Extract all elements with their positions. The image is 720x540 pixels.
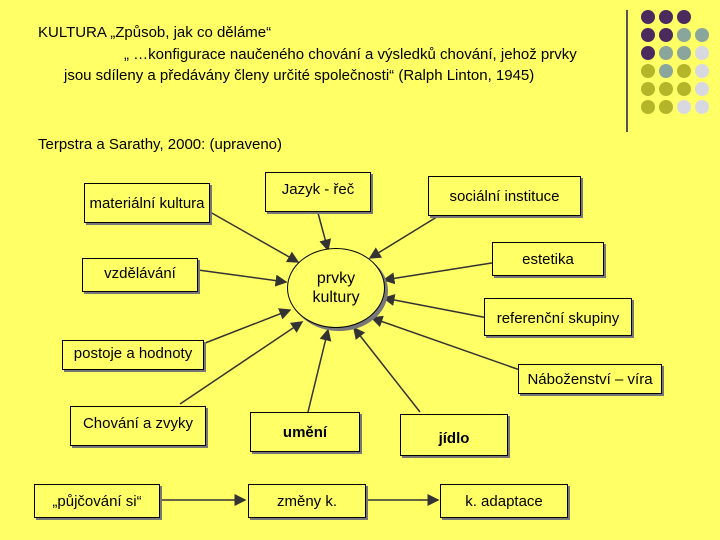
node-k-adaptace: k. adaptace [440, 484, 568, 518]
node-chovani-zvyky: Chování a zvyky [70, 406, 206, 446]
arrow-estetika [382, 261, 499, 285]
title-kultura: KULTURA „Způsob, jak co děláme“ [38, 24, 272, 41]
arrow-socialni-instituce [368, 214, 441, 259]
node-referencni-skupiny: referenční skupiny [484, 298, 632, 336]
arrow-postoje [199, 308, 292, 346]
node-label: sociální instituce [449, 187, 560, 205]
node-label: Náboženství – víra [527, 370, 653, 388]
node-label: estetika [522, 250, 574, 268]
node-label: materiální kultura [89, 194, 205, 212]
arrow-referencni-skupiny [382, 294, 489, 319]
arrow-jazyk [317, 212, 332, 252]
node-nabozenstvi: Náboženství – víra [518, 364, 662, 394]
center-label-line2: kultury [312, 289, 360, 306]
node-jidlo: jídlo [400, 414, 508, 456]
node-label: změny k. [276, 492, 337, 510]
node-label: referenční skupiny [496, 310, 620, 327]
node-jazyk: Jazyk - řeč [265, 172, 371, 212]
node-label: k. adaptace [465, 492, 543, 510]
node-label: jídlo [438, 430, 470, 447]
arrow-materialni-kultura [209, 211, 300, 263]
node-umeni: umění [250, 412, 360, 452]
arrow-vzdelavani [197, 269, 288, 287]
arrow-jidlo [353, 326, 421, 413]
quote-line-1: „ …konfigurace naučeného chování a výsle… [124, 46, 577, 63]
arrow-chovani [179, 321, 304, 405]
node-pujcovani-si: „půjčování si“ [34, 484, 160, 518]
center-node-prvky-kultury: prvky kultury [287, 248, 385, 328]
node-label: postoje a hodnoty [73, 345, 193, 362]
quote-line-2: jsou sdíleny a předávány členy určité sp… [64, 67, 535, 84]
arrow-umeni [307, 328, 332, 413]
arrow-nabozenstvi [370, 315, 521, 371]
node-vzdelavani: vzdělávání [82, 258, 198, 292]
node-label: Jazyk - řeč [281, 181, 355, 198]
center-label-line1: prvky [316, 270, 356, 287]
node-zmeny-k: změny k. [248, 484, 366, 518]
node-estetika: estetika [492, 242, 604, 276]
node-materialni-kultura: materiální kultura [84, 183, 210, 223]
divider-line [626, 10, 628, 132]
node-socialni-instituce: sociální instituce [428, 176, 581, 216]
node-label: umění [282, 423, 328, 441]
node-postoje-hodnoty: postoje a hodnoty [62, 340, 204, 370]
node-label: „půjčování si“ [52, 492, 142, 510]
source-citation: Terpstra a Sarathy, 2000: (upraveno) [38, 136, 283, 153]
node-label: Chování a zvyky [82, 415, 194, 432]
node-label: vzdělávání [104, 265, 176, 282]
